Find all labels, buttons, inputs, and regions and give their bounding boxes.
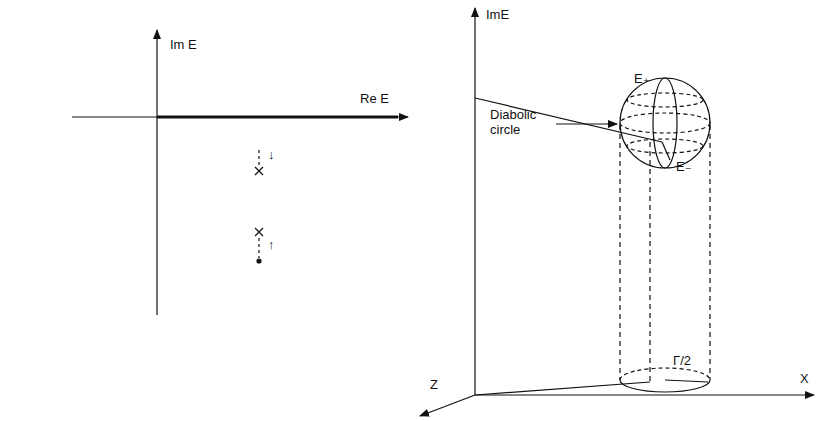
projection-line [475, 382, 650, 395]
state-line [662, 142, 670, 160]
projection [709, 125, 710, 380]
latitude [627, 93, 703, 107]
axis-label: Z [430, 378, 438, 393]
base-ellipse [620, 368, 710, 380]
projection [619, 125, 620, 380]
pole-shift [258, 238, 259, 258]
diabolic-circle [620, 113, 710, 133]
axis-label: Im E [170, 38, 197, 53]
state-label: E₋ [676, 160, 692, 175]
state-label: E₊ [634, 72, 650, 87]
pole-dot [257, 259, 261, 263]
leader-arrow [556, 123, 617, 124]
axis-x [475, 394, 814, 395]
pole-shift [258, 150, 259, 166]
latitude [627, 139, 703, 153]
axis-re [72, 116, 408, 117]
axis-im [474, 8, 475, 395]
axis-label: ImE [486, 8, 509, 23]
axis-label: Re E [360, 92, 389, 107]
radius [665, 380, 708, 382]
axis-im [156, 30, 157, 315]
cut-line [157, 116, 398, 119]
width-label: Γ/2 [673, 354, 691, 369]
sphere [620, 78, 710, 168]
meridian [653, 78, 677, 168]
callout-label: Diabolic circle [490, 108, 552, 138]
spin-arrow: ↑ [268, 238, 275, 253]
projection [649, 142, 650, 382]
spin-arrow: ↓ [268, 148, 275, 163]
axis-label: X [800, 372, 809, 387]
base-ellipse [620, 380, 710, 392]
pole-mark [255, 167, 263, 175]
pole-mark [255, 228, 263, 236]
axis-z [420, 395, 475, 416]
